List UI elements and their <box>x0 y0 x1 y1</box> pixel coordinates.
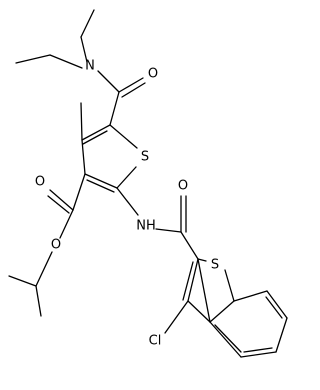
bond <box>265 296 283 319</box>
amide-nitrogen-label: N <box>85 59 95 74</box>
bond <box>197 258 207 262</box>
bond <box>187 258 199 302</box>
bond <box>80 102 83 141</box>
ester-oxygen-label: O <box>51 238 61 253</box>
bond <box>118 77 144 93</box>
bond <box>59 209 74 239</box>
bond <box>121 82 146 98</box>
bond <box>209 321 242 358</box>
bond <box>233 290 268 302</box>
bond <box>72 173 86 211</box>
chlorine-label: Cl <box>149 334 162 349</box>
bond <box>35 285 42 317</box>
bond <box>209 300 235 323</box>
atom-labels: N O S O O NH O S Cl <box>35 59 219 349</box>
bond <box>109 91 120 126</box>
bond <box>164 300 189 334</box>
benzamide-oxygen-label: O <box>178 179 188 194</box>
bond <box>109 124 138 149</box>
bond <box>266 290 288 319</box>
bond <box>116 187 139 216</box>
bond <box>15 54 51 64</box>
bond-lines <box>8 9 288 358</box>
bond <box>47 195 70 214</box>
bond <box>197 258 211 323</box>
ring-sulfur-label: S <box>141 150 149 165</box>
anilide-nh-label: NH <box>136 219 156 234</box>
bond <box>49 54 83 69</box>
bond <box>182 261 194 301</box>
bond <box>35 251 53 287</box>
bond <box>80 36 88 63</box>
bond <box>275 317 288 353</box>
bond <box>86 179 115 193</box>
bond <box>180 231 199 260</box>
bond <box>49 189 74 211</box>
bond <box>240 351 277 358</box>
bond <box>116 166 137 189</box>
bond <box>243 347 273 353</box>
bond <box>81 124 111 141</box>
bond <box>155 228 182 233</box>
benzothiophene-sulfur-label: S <box>211 258 219 273</box>
bond <box>84 173 118 189</box>
bond <box>214 324 242 353</box>
ester-carbonyl-oxygen-label: O <box>35 175 45 190</box>
bond <box>82 130 108 145</box>
bond <box>80 9 95 38</box>
bond <box>8 275 37 287</box>
bond <box>187 300 211 323</box>
amide-oxygen-label: O <box>148 67 158 82</box>
molecule-structure-diagram: N O S O O NH O S Cl <box>8 9 288 358</box>
bond <box>97 70 120 93</box>
bond <box>224 269 235 302</box>
bond <box>81 139 86 175</box>
